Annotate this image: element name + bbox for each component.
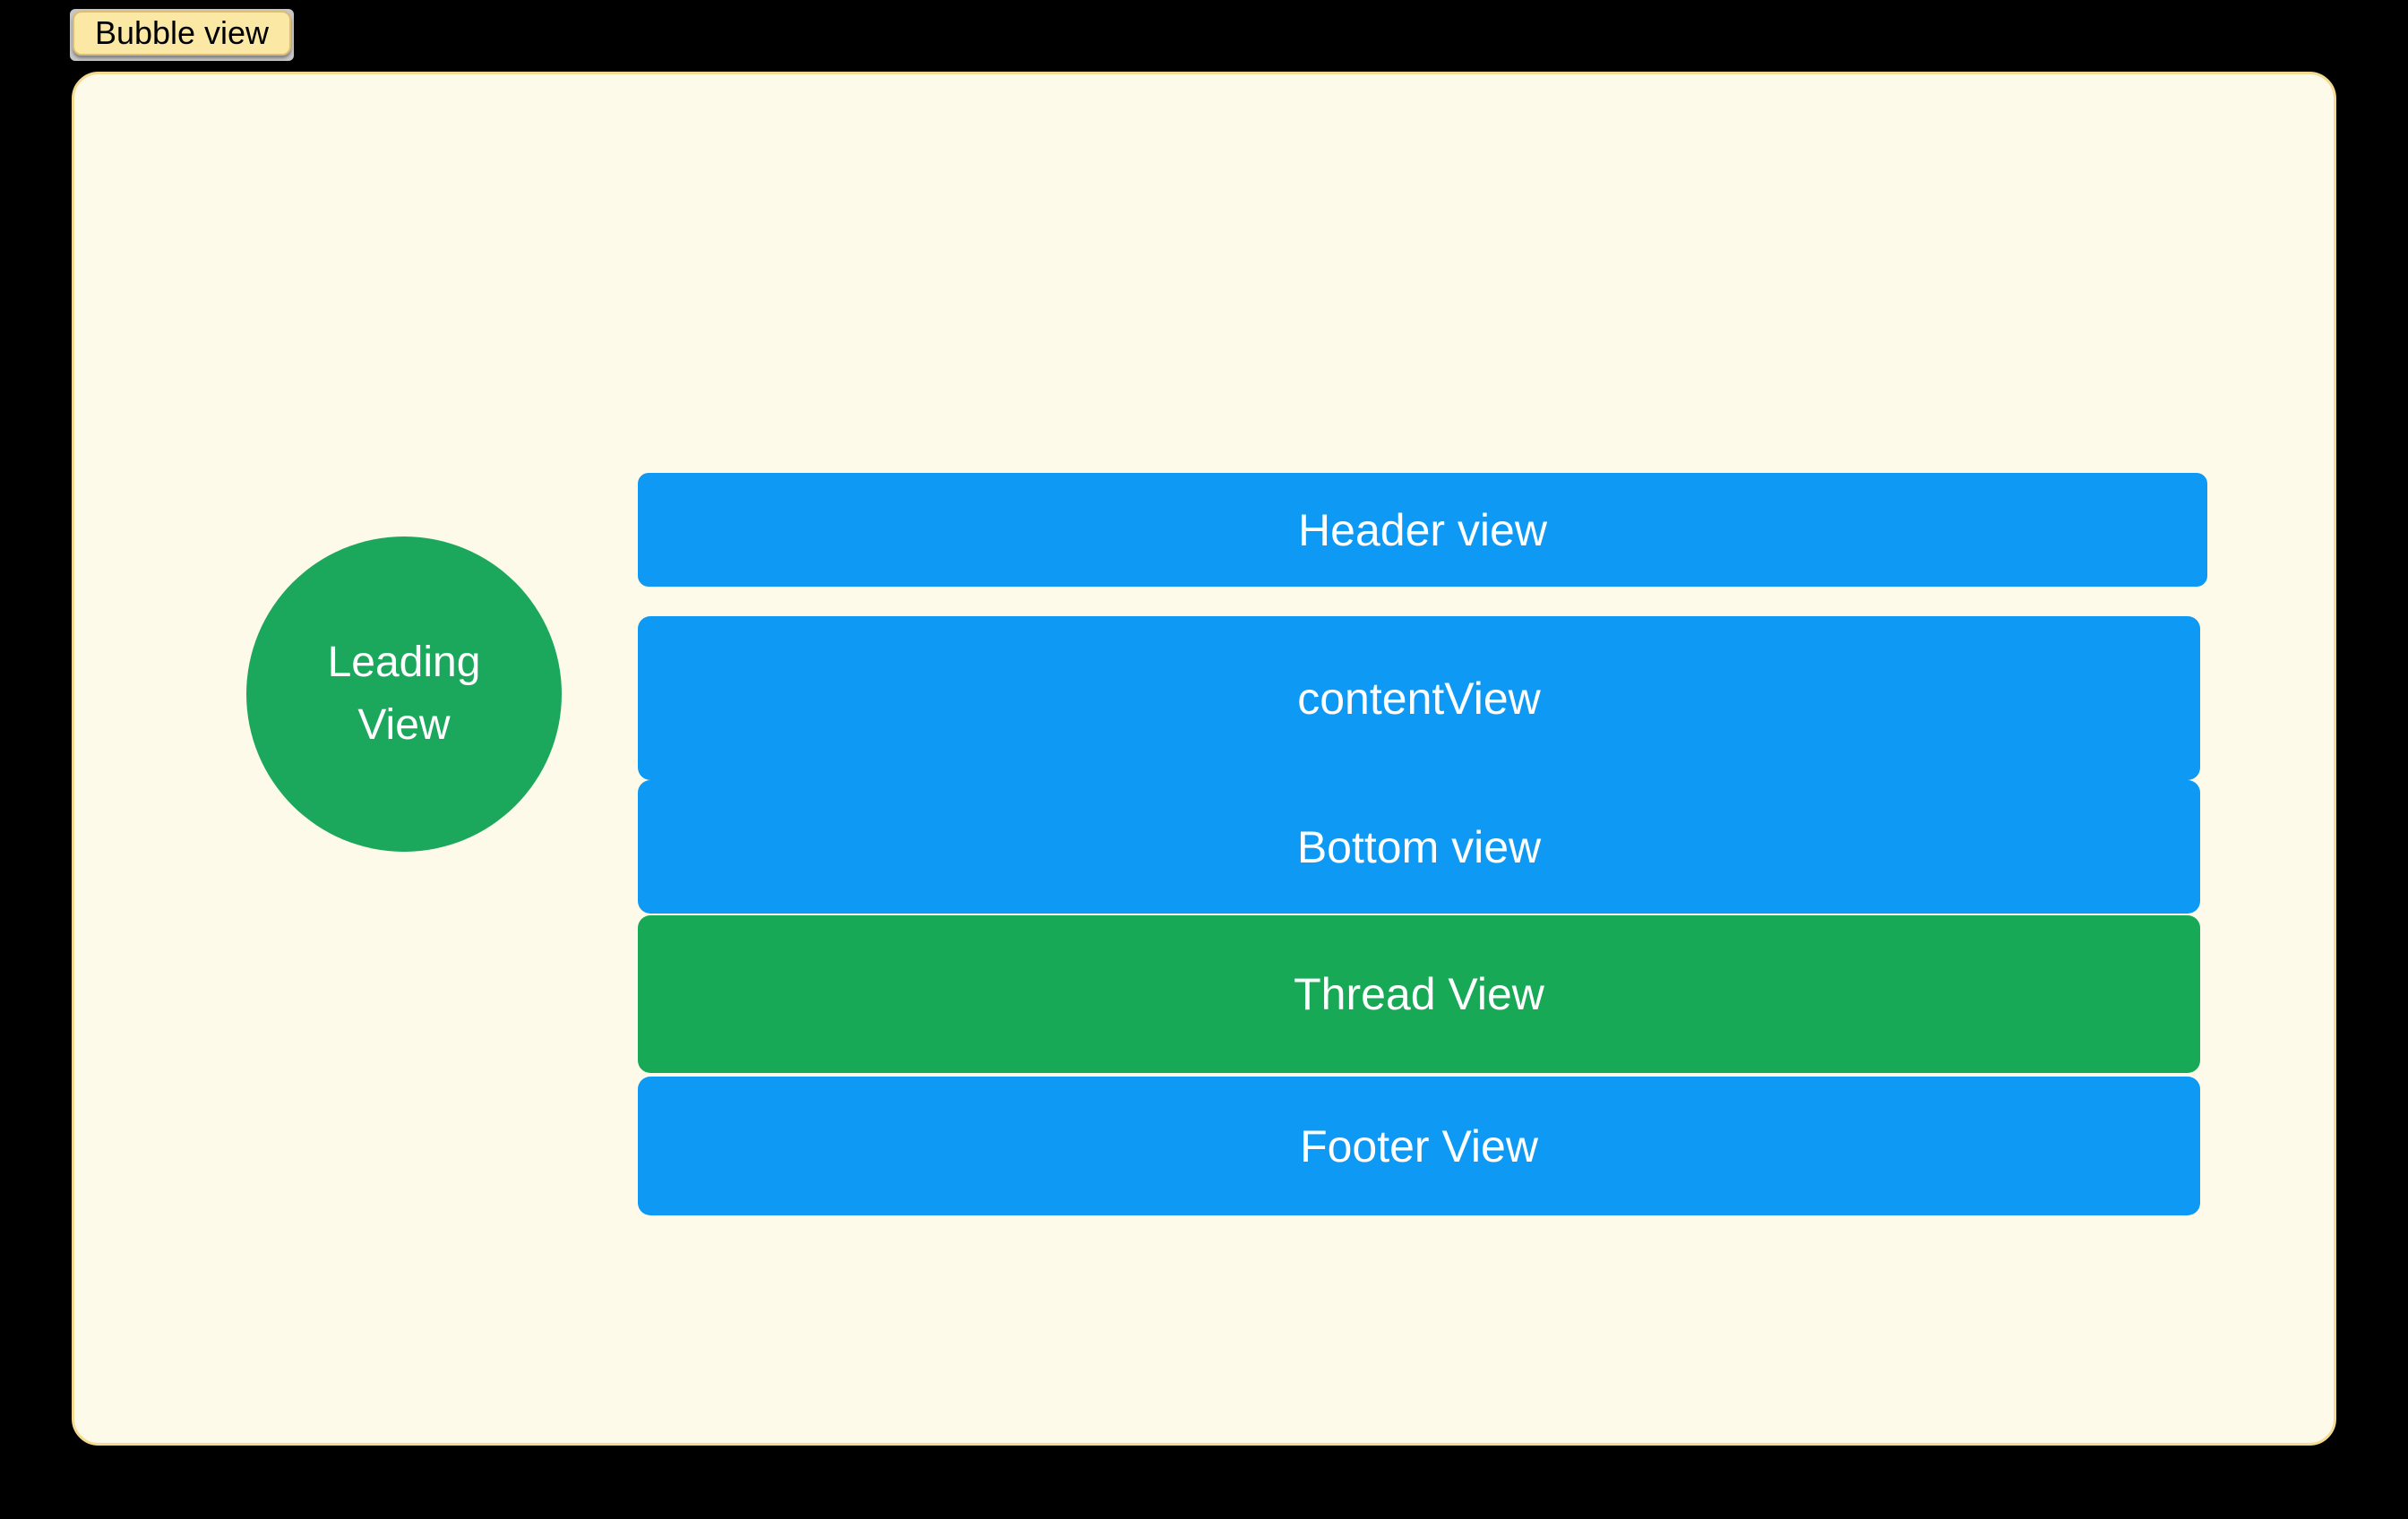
- leading-view-label-line2: View: [357, 701, 451, 749]
- content-view-label: contentView: [1297, 673, 1541, 724]
- bottom-view: Bottom view: [638, 780, 2200, 914]
- leading-view: Leading View: [246, 536, 562, 852]
- footer-view: Footer View: [638, 1077, 2200, 1215]
- header-view: Header view: [638, 473, 2207, 587]
- thread-view: Thread View: [638, 915, 2200, 1073]
- header-view-label: Header view: [1298, 504, 1547, 555]
- bottom-view-label: Bottom view: [1296, 821, 1542, 872]
- tab-strip: Bubble view: [70, 9, 294, 61]
- preview-canvas: Leading View Header view contentView Bot…: [72, 72, 2336, 1446]
- footer-view-label: Footer View: [1300, 1120, 1538, 1171]
- leading-view-label-line1: Leading: [327, 639, 481, 686]
- bubble-view-tab[interactable]: Bubble view: [73, 11, 291, 56]
- thread-view-label: Thread View: [1294, 969, 1544, 1019]
- content-view: contentView: [638, 616, 2200, 780]
